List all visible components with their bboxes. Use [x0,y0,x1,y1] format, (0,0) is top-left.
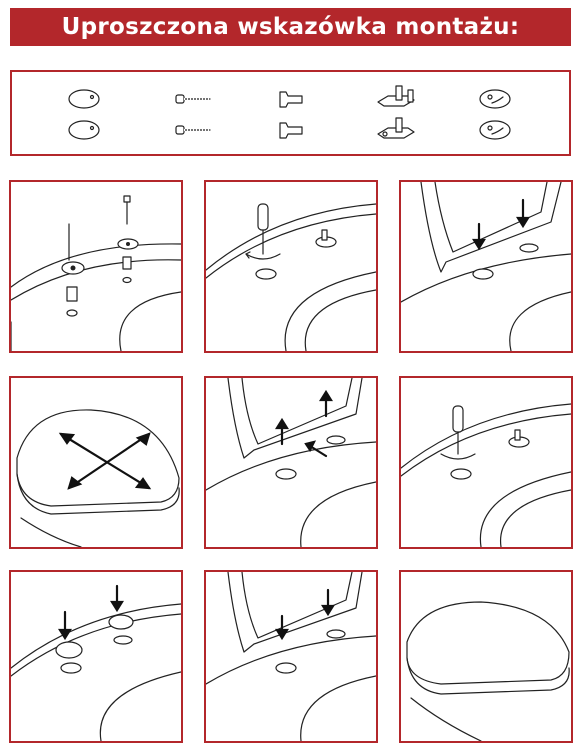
cover-cap-icon [68,89,100,140]
step-9-panel [399,570,573,743]
step-8-panel [204,570,378,743]
step-7-panel [9,570,183,743]
step-1-panel [9,180,183,353]
step-4-panel [9,376,183,549]
expansion-plug-icon [279,91,303,139]
mounting-plate-icon [479,89,511,140]
screw-icon [175,94,211,135]
title-banner: Uproszczona wskazówka montażu: [10,8,571,46]
step-3-panel [399,180,573,353]
step-5-panel [204,376,378,549]
hinge-bracket-icon [377,85,415,139]
step-6-panel [399,376,573,549]
parts-list [10,70,571,156]
page-title: Uproszczona wskazówka montażu: [61,14,520,40]
step-2-panel [204,180,378,353]
